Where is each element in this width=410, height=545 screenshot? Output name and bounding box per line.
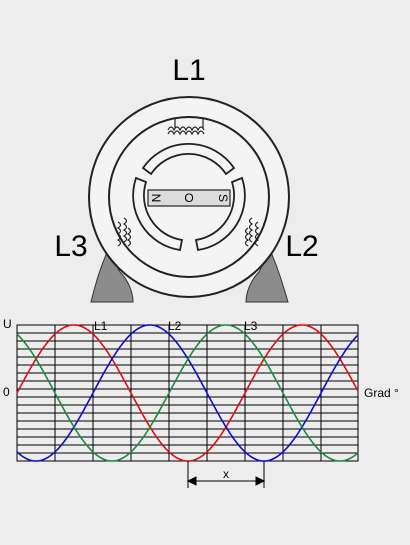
- magnet-north-label: N: [149, 194, 163, 203]
- interval-marker: [186, 461, 266, 488]
- phase-label-l3: L3: [244, 319, 258, 333]
- phase-curve-l3: [16, 324, 359, 462]
- left-foot: [90, 248, 134, 303]
- coil-l3-windings: [116, 217, 132, 247]
- coil-label-l1: L1: [172, 54, 205, 87]
- magnet-center-label: O: [184, 191, 193, 205]
- coil-l1-windings: [167, 118, 205, 136]
- coil-l2-windings: [244, 217, 260, 247]
- pole-shoe-top: [141, 143, 236, 176]
- rotor-magnet: [147, 189, 231, 207]
- coil-label-l2: L2: [285, 230, 318, 263]
- pole-shoe-left: [132, 176, 184, 252]
- y-axis-zero-label: 0: [3, 385, 10, 399]
- right-foot: [245, 248, 289, 303]
- phase-label-l1: L1: [94, 319, 108, 333]
- interval-label: x: [223, 467, 229, 481]
- magnet-south-label: S: [216, 194, 230, 202]
- x-axis-unit-label: Grad °: [364, 386, 399, 400]
- graph-background: [16, 324, 359, 462]
- phase-label-l2: L2: [168, 319, 182, 333]
- coil-label-l3: L3: [54, 230, 87, 263]
- y-axis-top-label: U: [3, 317, 12, 331]
- pole-shoe-right: [194, 176, 246, 252]
- three-phase-graph: [16, 324, 359, 462]
